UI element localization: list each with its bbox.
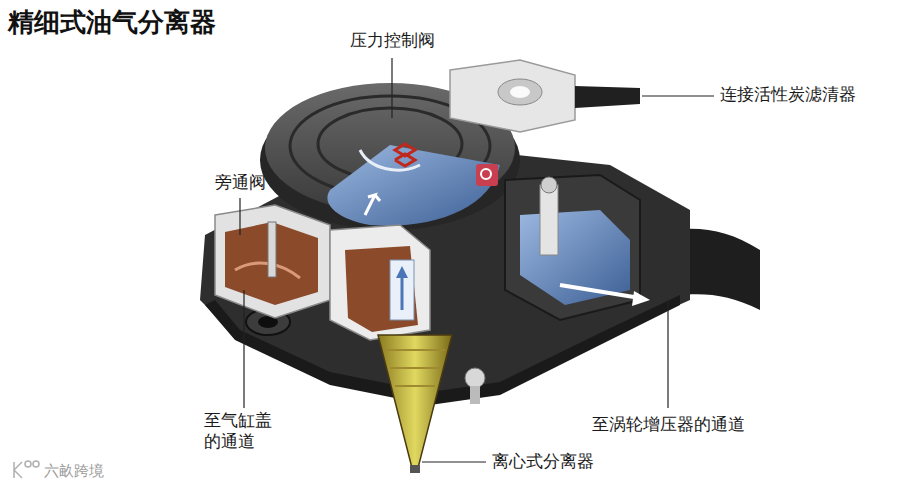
part-label: 离心式分离器 [492, 451, 594, 472]
diagram-title: 精细式油气分离器 [8, 6, 216, 39]
screw [541, 177, 557, 193]
connector-port [498, 79, 542, 105]
outlet-cutaway [520, 210, 630, 305]
bypass-cutaway [225, 222, 318, 305]
carbon-filter-nozzle [575, 86, 640, 108]
outlet-chamber [505, 175, 640, 320]
centrifuge-column [330, 225, 430, 340]
magnifier-icon [481, 169, 491, 179]
watermark: 六畝跨境 [44, 462, 104, 481]
part-label: 至气缸盖 的通道 [204, 410, 277, 453]
leader-line [642, 95, 714, 96]
part-label: 至涡轮增压器的通道 [592, 414, 745, 435]
check-valve [540, 185, 558, 255]
separator-rotor [390, 260, 414, 320]
spring [395, 144, 415, 166]
flow-arrow [560, 285, 640, 298]
drain-tip [410, 465, 420, 473]
screw-shank [470, 386, 480, 404]
flow-arrow [365, 195, 380, 215]
connector-cap [450, 60, 575, 132]
flow-arrow-head [396, 266, 408, 278]
leader-line [391, 58, 392, 118]
centrifugal-cone [378, 335, 452, 468]
valve-stem [268, 222, 276, 277]
leader-line [422, 461, 486, 462]
cone-ribs [385, 350, 445, 386]
watermark-logo [14, 461, 39, 478]
magnifier-badge [476, 164, 498, 186]
part-label: 旁通阀 [215, 172, 266, 193]
screw [465, 368, 485, 388]
chamber-cutaway [327, 145, 500, 226]
flow-arrow-head [632, 291, 650, 306]
bypass-valve-body [215, 205, 330, 318]
leader-line [243, 290, 244, 408]
leader-line [239, 198, 240, 235]
part-label: 压力控制阀 [350, 30, 435, 51]
part-label: 连接活性炭滤清器 [720, 84, 856, 105]
connector-port [510, 86, 530, 98]
inner-cutaway [345, 246, 418, 332]
leader-line [667, 300, 668, 408]
